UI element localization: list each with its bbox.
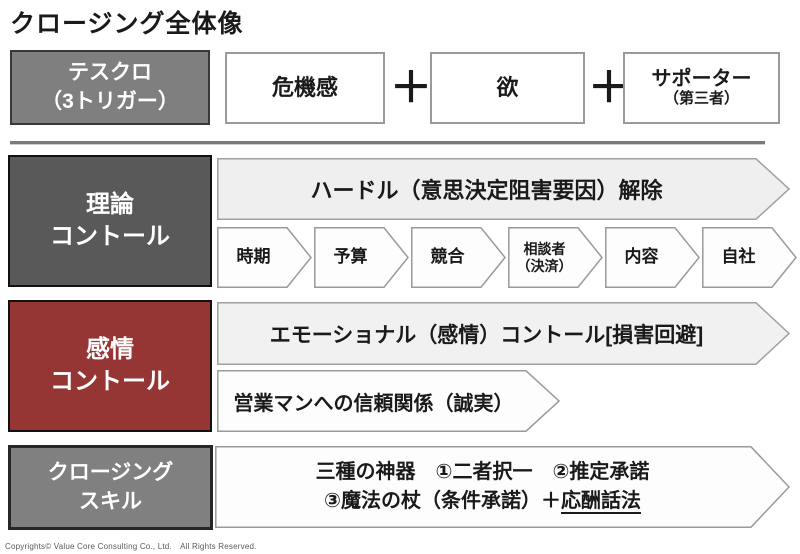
trigger-box-desire-label: 欲	[496, 74, 519, 100]
skill-line2: ③魔法の杖（条件承諾）＋応酬話法	[324, 487, 641, 516]
trigger-box-supporter: サポーター （第三者）	[623, 52, 780, 124]
trigger-box-crisis-label: 危機感	[271, 74, 338, 100]
theory-header-box: 理論 コントール	[8, 155, 212, 287]
skill-arrow: 三種の神器 ①二者択一 ②推定承諾 ③魔法の杖（条件承諾）＋応酬話法	[215, 446, 790, 528]
right-arrow-shape	[217, 302, 790, 365]
chevron-shape	[702, 227, 797, 288]
emotional-control-arrow: エモーショナル（感情）コントール[損害回避]	[217, 302, 790, 365]
skill-line2-underlined: 応酬話法	[560, 490, 641, 514]
chevron-item-competition: 競合	[411, 227, 506, 288]
chevron-shape	[217, 227, 312, 288]
trust-arrow: 営業マンへの信頼関係（誠実）	[217, 370, 560, 432]
skill-arrow-label: 三種の神器 ①二者択一 ②推定承諾 ③魔法の杖（条件承諾）＋応酬話法	[215, 446, 750, 528]
trust-arrow-label: 営業マンへの信頼関係（誠実）	[233, 392, 514, 415]
chevron-item-advisor: 相談者 （決済）	[508, 227, 603, 288]
emotion-header-box: 感情 コントール	[8, 300, 212, 432]
chevron-item-timing: 時期	[217, 227, 312, 288]
theory-header-label: 理論 コントール	[50, 190, 170, 250]
emotion-header-label: 感情 コントール	[50, 335, 170, 395]
chevron-shape	[314, 227, 409, 288]
right-arrow-shape	[217, 370, 560, 432]
skill-line1: 三種の神器 ①二者択一 ②推定承諾	[315, 461, 650, 483]
hurdle-arrow: ハードル（意思決定阻害要因）解除	[217, 158, 790, 220]
page-title: クロージング全体像	[10, 10, 244, 38]
copyright-text: Copyrights© Value Core Consulting Co., L…	[5, 542, 257, 551]
trigger-box-desire: 欲	[430, 52, 585, 124]
skill-line2-prefix: ③魔法の杖（条件承諾）＋	[324, 490, 561, 512]
right-arrow-shape	[215, 446, 790, 528]
chevron-shape	[605, 227, 700, 288]
chevron-item-content: 内容	[605, 227, 700, 288]
chevron-item-budget: 予算	[314, 227, 409, 288]
trigger-box-supporter-sublabel: （第三者）	[663, 90, 739, 107]
chevron-item-company: 自社	[702, 227, 797, 288]
trigger-box-crisis: 危機感	[225, 52, 385, 124]
skill-header-label: クロージング スキル	[47, 461, 174, 513]
chevron-shape	[411, 227, 506, 288]
emotional-control-arrow-label: エモーショナル（感情）コントール[損害回避]	[269, 323, 704, 347]
chevron-shape	[508, 227, 603, 288]
right-arrow-shape	[217, 158, 790, 220]
plus-icon: ＋	[390, 64, 433, 111]
hurdle-arrow-label: ハードル（意思決定阻害要因）解除	[310, 178, 663, 203]
trigger-box-supporter-label: サポーター	[651, 68, 752, 90]
trigger-header-box: テスクロ （3トリガー）	[10, 50, 210, 125]
section-divider	[10, 141, 765, 145]
trigger-header-label: テスクロ （3トリガー）	[41, 61, 179, 113]
skill-header-box: クロージング スキル	[8, 445, 213, 530]
